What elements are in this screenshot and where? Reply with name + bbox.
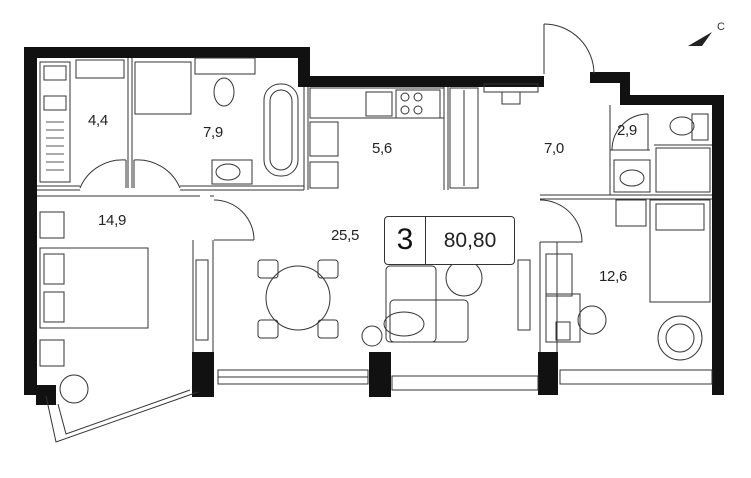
room-area-bathroom: 7,9 (203, 124, 223, 141)
room-area-living: 25,5 (331, 227, 359, 244)
apartment-summary-badge: 3 80,80 (384, 216, 515, 265)
room-area-hall: 7,0 (544, 140, 564, 157)
north-label: C (717, 21, 725, 33)
room-area-bedroom-left: 14,9 (98, 212, 126, 229)
compass: C (686, 20, 726, 50)
room-area-kitchen-corridor: 5,6 (372, 140, 392, 157)
room-area-wc: 2,9 (617, 122, 637, 139)
total-area: 80,80 (443, 228, 497, 252)
room-area-bedroom-right: 12,6 (599, 268, 627, 285)
walls (24, 47, 724, 405)
room-area-wc-small: 4,4 (88, 112, 108, 129)
room-count: 3 (385, 217, 426, 264)
